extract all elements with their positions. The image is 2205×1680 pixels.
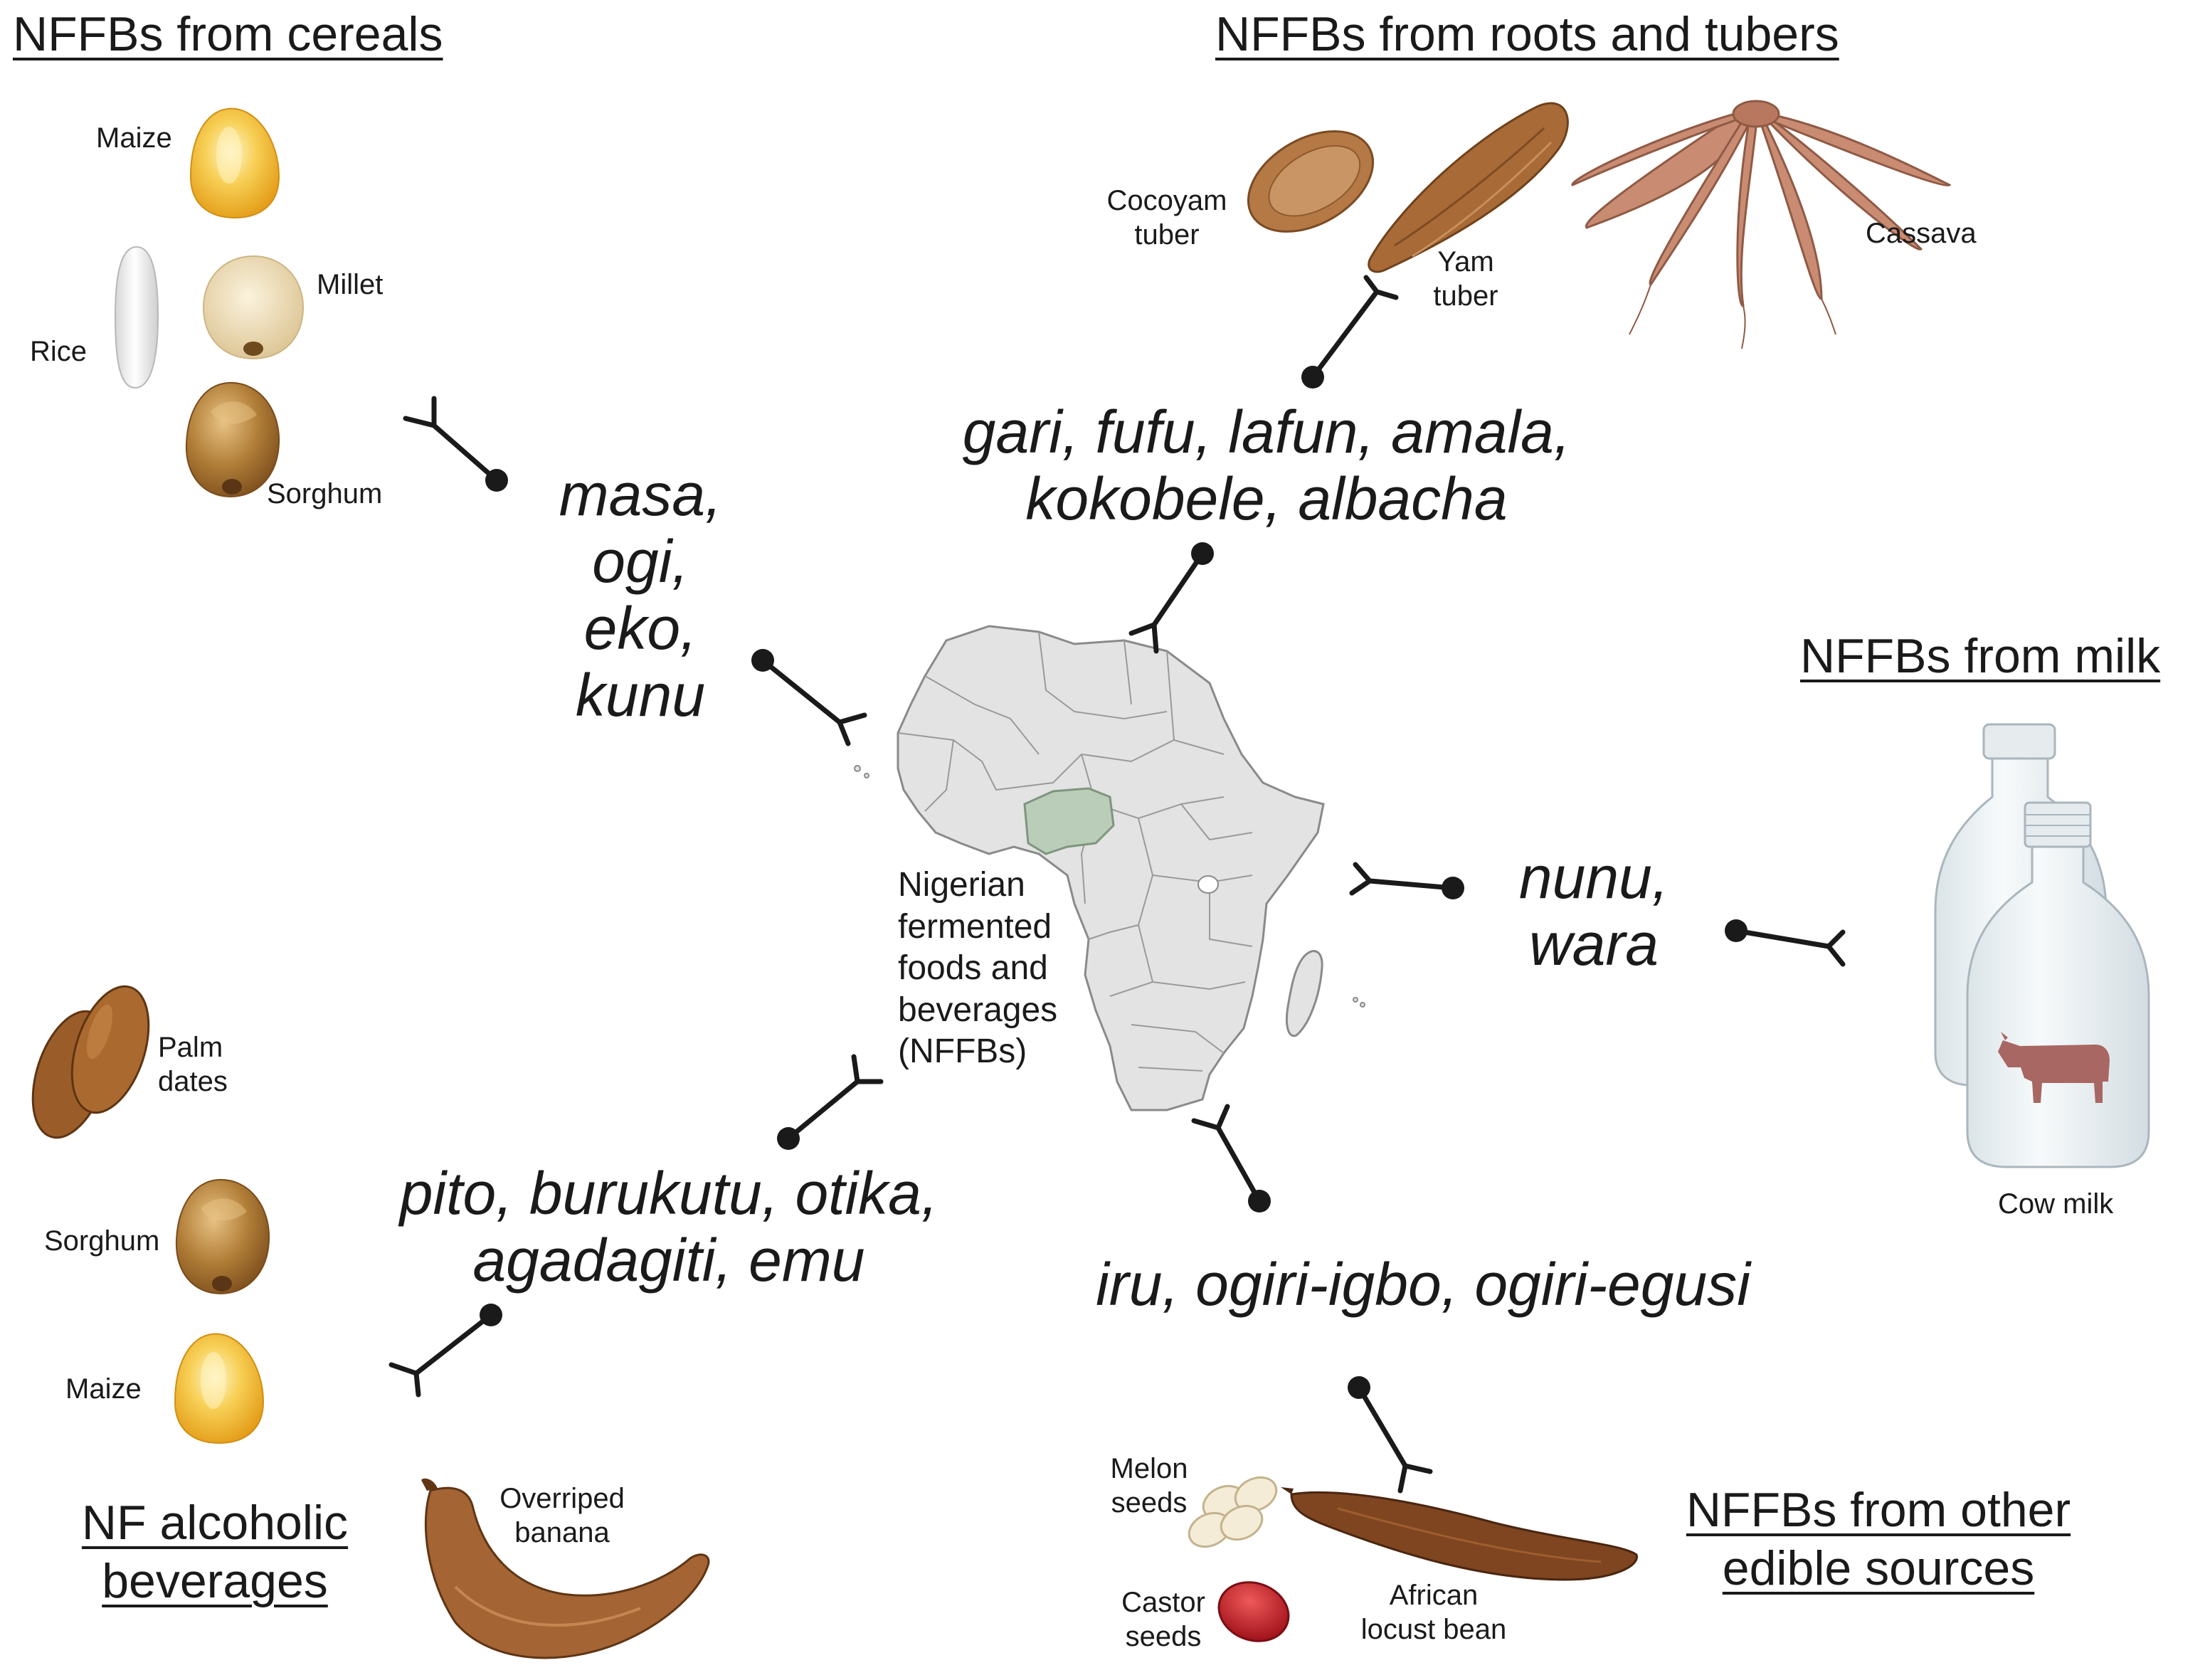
africa-outline bbox=[897, 625, 1325, 1111]
sorghum-grain-icon bbox=[185, 381, 280, 498]
melon-seeds-icon bbox=[1188, 1476, 1278, 1548]
connector-alcoholic-map bbox=[786, 1054, 884, 1141]
connector-cereals-map bbox=[760, 657, 867, 746]
african-locust-bean-icon bbox=[1281, 1487, 1638, 1581]
label-sorghum: Sorghum bbox=[267, 478, 383, 509]
connector-roots-top bbox=[1310, 275, 1399, 380]
banana-icon bbox=[421, 1478, 710, 1659]
connector-alcoholic-bottom bbox=[388, 1312, 494, 1398]
rice-grain-icon bbox=[114, 245, 159, 389]
maize-kernel-icon-2 bbox=[174, 1333, 265, 1444]
label-overriped-banana: Overriped banana bbox=[499, 1483, 625, 1548]
connector-cereals-top bbox=[403, 396, 499, 483]
lake-victoria bbox=[1197, 875, 1219, 894]
label-cocoyam-tuber: Cocoyam tuber bbox=[1106, 185, 1227, 250]
connector-other-map bbox=[1191, 1104, 1262, 1204]
label-african-locust-bean: African locust bean bbox=[1360, 1580, 1507, 1645]
label-millet: Millet bbox=[317, 269, 384, 300]
foods-roots-tubers: gari, fufu, lafun, amala, kokobele, alba… bbox=[962, 398, 1571, 533]
connector-milk-map bbox=[1349, 862, 1456, 896]
label-cow-milk: Cow milk bbox=[1998, 1188, 2114, 1220]
cassava-root-icon bbox=[1571, 100, 1952, 349]
nigeria-highlight bbox=[1023, 787, 1115, 855]
foods-alcoholic: pito, burukutu, otika, agadagiti, emu bbox=[399, 1160, 938, 1294]
connector-dots bbox=[480, 366, 1747, 1399]
heading-milk: NFFBs from milk bbox=[1800, 629, 2161, 683]
label-rice: Rice bbox=[30, 336, 88, 367]
label-maize-2: Maize bbox=[65, 1373, 142, 1405]
label-palm-dates: Palm dates bbox=[158, 1032, 228, 1097]
milk-bottle-front-icon bbox=[1966, 801, 2150, 1168]
millet-grain-icon bbox=[202, 255, 305, 360]
yam-tuber-icon bbox=[1368, 102, 1569, 273]
foods-other-sources: iru, ogiri-igbo, ogiri-egusi bbox=[1096, 1251, 1750, 1318]
heading-alcoholic: NF alcoholic beverages bbox=[81, 1496, 349, 1608]
heading-other-sources: NFFBs from other edible sources bbox=[1686, 1483, 2071, 1595]
label-cassava: Cassava bbox=[1866, 218, 1977, 249]
connector-roots-map bbox=[1128, 551, 1205, 654]
connector-other-bottom bbox=[1356, 1385, 1433, 1494]
heading-roots-tubers: NFFBs from roots and tubers bbox=[1215, 7, 1839, 61]
islands bbox=[854, 765, 1365, 1008]
heading-cereals: NFFBs from cereals bbox=[13, 7, 443, 61]
cow-silhouette-icon bbox=[1998, 1032, 2110, 1103]
label-castor-seeds: Castor seeds bbox=[1121, 1587, 1205, 1652]
label-melon-seeds: Melon seeds bbox=[1110, 1453, 1188, 1518]
label-yam-tuber: Yam tuber bbox=[1433, 246, 1498, 312]
madagascar bbox=[1286, 950, 1323, 1037]
label-sorghum-2: Sorghum bbox=[44, 1225, 160, 1257]
foods-cereals: masa, ogi, eko, kunu bbox=[559, 461, 722, 729]
sorghum-grain-icon-2 bbox=[175, 1178, 270, 1295]
cocoyam-tuber-icon bbox=[1247, 130, 1375, 233]
africa-map bbox=[854, 625, 1365, 1111]
label-maize: Maize bbox=[96, 122, 172, 154]
connector-milk-bottle bbox=[1733, 928, 1846, 967]
palm-dates-icon bbox=[31, 985, 150, 1139]
castor-seed-icon bbox=[1217, 1581, 1290, 1642]
central-label: Nigerian fermented foods and beverages (… bbox=[898, 866, 1058, 1071]
maize-kernel-icon bbox=[189, 107, 280, 219]
connectors bbox=[388, 275, 1846, 1494]
foods-milk: nunu, wara bbox=[1518, 844, 1669, 978]
